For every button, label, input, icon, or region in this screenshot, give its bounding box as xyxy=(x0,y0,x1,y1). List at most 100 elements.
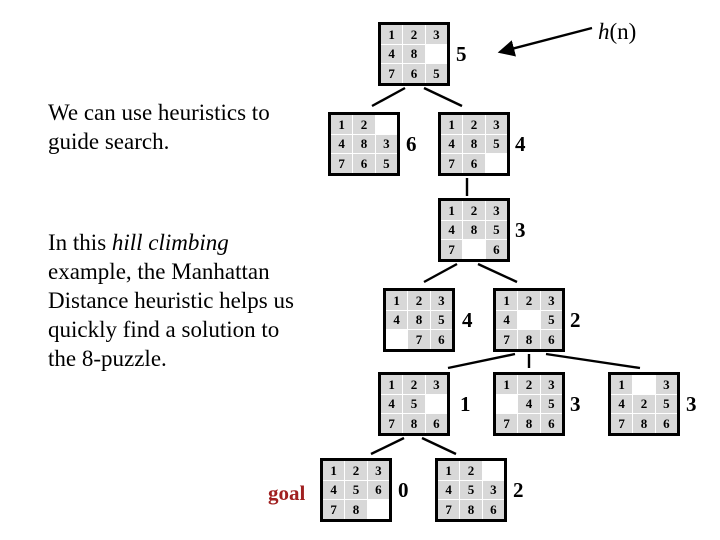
puzzle-cell-blank[interactable] xyxy=(463,240,485,259)
puzzle-cell[interactable]: 1 xyxy=(441,201,463,220)
puzzle-cell[interactable]: 6 xyxy=(430,330,452,349)
puzzle-cell[interactable]: 2 xyxy=(518,375,540,394)
puzzle-cell[interactable]: 8 xyxy=(463,134,485,154)
puzzle-cell[interactable]: 4 xyxy=(331,134,353,154)
puzzle-cell-blank[interactable] xyxy=(425,394,447,414)
puzzle-cell[interactable]: 1 xyxy=(323,461,345,480)
puzzle-cell[interactable]: 8 xyxy=(518,330,540,349)
puzzle-cell[interactable]: 8 xyxy=(403,44,425,64)
puzzle-cell[interactable]: 7 xyxy=(438,500,460,519)
puzzle-cell[interactable]: 7 xyxy=(323,500,345,519)
puzzle-cell[interactable]: 5 xyxy=(425,64,447,83)
puzzle-cell[interactable]: 1 xyxy=(331,115,353,134)
puzzle-cell[interactable]: 6 xyxy=(353,154,375,173)
puzzle-cell[interactable]: 2 xyxy=(463,201,485,220)
puzzle-cell[interactable]: 8 xyxy=(518,414,540,433)
puzzle-cell[interactable]: 3 xyxy=(430,291,452,310)
puzzle-cell[interactable]: 3 xyxy=(425,25,447,44)
puzzle-cell[interactable]: 4 xyxy=(496,310,518,330)
puzzle-cell[interactable]: 7 xyxy=(381,414,403,433)
puzzle-cell[interactable]: 4 xyxy=(381,394,403,414)
puzzle-cell[interactable]: 5 xyxy=(345,480,367,500)
puzzle-cell[interactable]: 2 xyxy=(353,115,375,134)
puzzle-cell-blank[interactable] xyxy=(496,394,518,414)
puzzle-cell[interactable]: 7 xyxy=(496,414,518,433)
puzzle-cell[interactable]: 4 xyxy=(518,394,540,414)
puzzle-cell[interactable]: 3 xyxy=(540,375,562,394)
puzzle-cell[interactable]: 8 xyxy=(403,414,425,433)
puzzle-cell[interactable]: 7 xyxy=(408,330,430,349)
puzzle-cell[interactable]: 6 xyxy=(425,414,447,433)
puzzle-cell[interactable]: 4 xyxy=(386,310,408,330)
puzzle-cell[interactable]: 4 xyxy=(611,394,633,414)
puzzle-cell[interactable]: 2 xyxy=(403,375,425,394)
puzzle-cell[interactable]: 3 xyxy=(375,134,397,154)
puzzle-cell[interactable]: 1 xyxy=(386,291,408,310)
puzzle-cell[interactable]: 4 xyxy=(438,480,460,500)
puzzle-cell[interactable]: 6 xyxy=(655,414,677,433)
puzzle-cell[interactable]: 7 xyxy=(441,240,463,259)
puzzle-cell[interactable]: 3 xyxy=(425,375,447,394)
puzzle-cell[interactable]: 2 xyxy=(460,461,482,480)
puzzle-cell[interactable]: 3 xyxy=(482,480,504,500)
puzzle-cell[interactable]: 2 xyxy=(633,394,655,414)
puzzle-cell[interactable]: 2 xyxy=(345,461,367,480)
puzzle-cell[interactable]: 5 xyxy=(655,394,677,414)
puzzle-cell[interactable]: 7 xyxy=(381,64,403,83)
puzzle-cell[interactable]: 8 xyxy=(463,220,485,240)
puzzle-cell[interactable]: 1 xyxy=(381,375,403,394)
puzzle-cell[interactable]: 1 xyxy=(441,115,463,134)
puzzle-cell[interactable]: 4 xyxy=(381,44,403,64)
puzzle-cell[interactable]: 6 xyxy=(482,500,504,519)
puzzle-cell[interactable]: 2 xyxy=(408,291,430,310)
puzzle-cell[interactable]: 6 xyxy=(403,64,425,83)
puzzle-cell[interactable]: 5 xyxy=(460,480,482,500)
puzzle-cell-blank[interactable] xyxy=(482,461,504,480)
puzzle-cell[interactable]: 6 xyxy=(367,480,389,500)
puzzle-cell[interactable]: 6 xyxy=(463,154,485,173)
puzzle-cell-blank[interactable] xyxy=(425,44,447,64)
puzzle-cell-blank[interactable] xyxy=(386,330,408,349)
puzzle-cell[interactable]: 8 xyxy=(633,414,655,433)
puzzle-cell[interactable]: 3 xyxy=(655,375,677,394)
puzzle-cell[interactable]: 1 xyxy=(381,25,403,44)
puzzle-cell-blank[interactable] xyxy=(633,375,655,394)
puzzle-cell[interactable]: 2 xyxy=(463,115,485,134)
puzzle-cell[interactable]: 2 xyxy=(518,291,540,310)
puzzle-cell[interactable]: 3 xyxy=(485,115,507,134)
puzzle-cell[interactable]: 8 xyxy=(408,310,430,330)
puzzle-cell[interactable]: 7 xyxy=(611,414,633,433)
puzzle-cell[interactable]: 5 xyxy=(403,394,425,414)
puzzle-cell[interactable]: 3 xyxy=(367,461,389,480)
puzzle-cell[interactable]: 6 xyxy=(485,240,507,259)
puzzle-cell-blank[interactable] xyxy=(485,154,507,173)
puzzle-cell[interactable]: 6 xyxy=(540,330,562,349)
puzzle-cell[interactable]: 4 xyxy=(441,134,463,154)
puzzle-cell[interactable]: 3 xyxy=(485,201,507,220)
puzzle-cell[interactable]: 1 xyxy=(438,461,460,480)
puzzle-cell[interactable]: 6 xyxy=(540,414,562,433)
puzzle-cell[interactable]: 5 xyxy=(430,310,452,330)
puzzle-cell[interactable]: 5 xyxy=(485,134,507,154)
puzzle-cell[interactable]: 7 xyxy=(331,154,353,173)
puzzle-cell[interactable]: 7 xyxy=(496,330,518,349)
puzzle-cell[interactable]: 5 xyxy=(485,220,507,240)
puzzle-cell[interactable]: 4 xyxy=(441,220,463,240)
puzzle-cell[interactable]: 8 xyxy=(345,500,367,519)
puzzle-cell[interactable]: 8 xyxy=(353,134,375,154)
puzzle-cell[interactable]: 1 xyxy=(496,291,518,310)
puzzle-cell-blank[interactable] xyxy=(518,310,540,330)
puzzle-cell[interactable]: 1 xyxy=(611,375,633,394)
puzzle-cell[interactable]: 5 xyxy=(540,310,562,330)
puzzle-cell-blank[interactable] xyxy=(375,115,397,134)
